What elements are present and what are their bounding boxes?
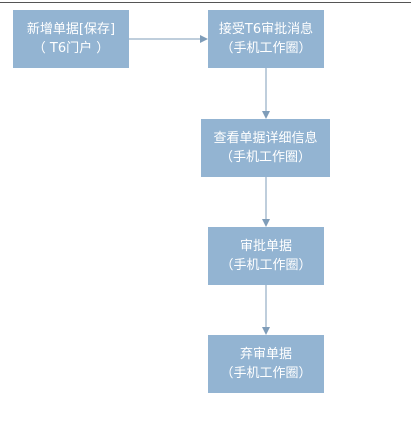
node-view-details-subtitle: （手机工作圈） — [219, 150, 311, 165]
node-receive-message-subtitle: （手机工作圈） — [220, 41, 312, 56]
node-view-details: 查看单据详细信息 （手机工作圈） — [201, 119, 330, 177]
node-abandon-document-title: 弃审单据 — [239, 347, 292, 362]
node-receive-message-title: 接受T6审批消息 — [218, 22, 314, 37]
node-new-document: 新增单据[保存] （ T6门户 ） — [13, 10, 129, 68]
node-approve-document-subtitle: （手机工作圈） — [220, 258, 312, 273]
node-abandon-document-subtitle: （手机工作圈） — [220, 366, 312, 381]
node-view-details-title: 查看单据详细信息 — [213, 131, 318, 146]
node-new-document-title: 新增单据[保存] — [26, 22, 116, 37]
node-new-document-subtitle: （ T6门户 ） — [32, 41, 110, 56]
top-border-line — [0, 2, 411, 3]
node-approve-document: 审批单据 （手机工作圈） — [208, 227, 324, 285]
node-abandon-document: 弃审单据 （手机工作圈） — [208, 335, 324, 393]
node-receive-message: 接受T6审批消息 （手机工作圈） — [208, 10, 324, 68]
node-approve-document-title: 审批单据 — [239, 239, 292, 254]
